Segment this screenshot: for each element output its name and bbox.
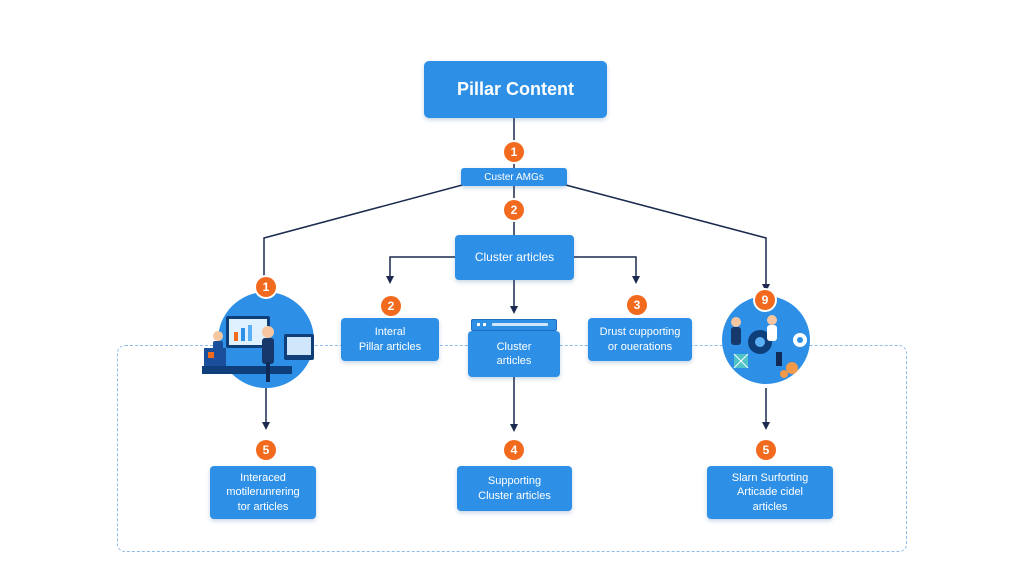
bottom-right-line2: Articade cidel [736, 486, 804, 499]
team-gear-illustration [716, 292, 816, 388]
internal-pillar-node[interactable]: Interal Pillar articles [341, 318, 439, 361]
bottom-center-node[interactable]: Supporting Cluster articles [457, 466, 572, 511]
step-badge-left: 1 [256, 277, 276, 297]
bottom-left-line3: tor articles [237, 500, 289, 513]
pillar-content-node[interactable]: Pillar Content [424, 61, 607, 118]
supporting-operations-line1: Drust cupporting [599, 326, 681, 339]
cluster-center-line2: articles [496, 355, 532, 367]
custer-label-text: Custer AMGs [484, 171, 544, 183]
connector-hub-internal [386, 256, 455, 284]
cluster-center-line1: Cluster [496, 340, 532, 353]
step-badge-top: 1 [504, 142, 524, 162]
step-badge-ops: 3 [627, 295, 647, 315]
supporting-operations-line2: or ouerations [607, 340, 673, 353]
bottom-left-line2: motilerunrering [226, 486, 300, 499]
internal-pillar-line2: Pillar articles [358, 340, 422, 353]
step-badge-bottom-left: 5 [256, 440, 276, 460]
cluster-hub-node[interactable]: Cluster articles [455, 235, 574, 280]
bottom-right-line1: Slarn Surforting [731, 472, 809, 485]
cluster-center-node[interactable]: Cluster articles [468, 331, 560, 377]
pillar-content-label: Pillar Content [456, 78, 574, 99]
internal-pillar-line1: Interal [374, 326, 406, 339]
bottom-right-node[interactable]: Slarn Surforting Articade cidel articles [707, 466, 833, 519]
custer-label-node[interactable]: Custer AMGs [461, 168, 567, 186]
people-at-computers-illustration [196, 290, 320, 390]
step-badge-hub: 2 [504, 200, 524, 220]
connector-hub-ops [574, 256, 640, 284]
bottom-center-line1: Supporting [487, 475, 542, 488]
step-badge-right: 9 [755, 290, 775, 310]
bottom-left-node[interactable]: Interaced motilerunrering tor articles [210, 466, 316, 519]
connector-label-left [260, 183, 467, 294]
step-badge-internal: 2 [381, 296, 401, 316]
bottom-left-line1: Interaced [240, 472, 286, 485]
bottom-center-line2: Cluster articles [478, 489, 551, 502]
connector-label-right [561, 183, 770, 292]
browser-window-icon [471, 319, 557, 331]
supporting-operations-node[interactable]: Drust cupporting or ouerations [588, 318, 692, 361]
bottom-right-line3: articles [752, 500, 788, 513]
cluster-hub-label: Cluster articles [474, 249, 555, 264]
step-badge-bottom-right: 5 [756, 440, 776, 460]
step-badge-bottom-center: 4 [504, 440, 524, 460]
